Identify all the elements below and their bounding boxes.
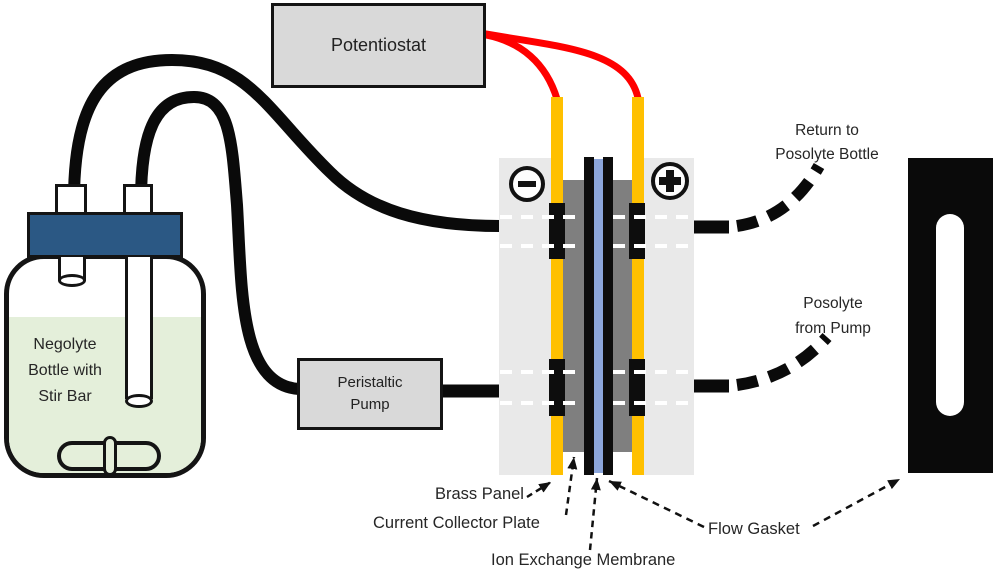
port-fitting-top-left: [549, 203, 565, 259]
brass-panel-label: Brass Panel: [435, 485, 524, 503]
bottle-cap: [27, 212, 183, 258]
end-plate-right: [644, 158, 694, 475]
flow-channel-line: [500, 215, 584, 219]
pump-label-line2: Pump: [350, 396, 390, 413]
negative-terminal-icon: [509, 166, 545, 202]
negolyte-label-line3: Stir Bar: [38, 388, 92, 405]
flow-gasket-label: Flow Gasket: [708, 520, 800, 538]
dip-tube-long-opening: [125, 394, 153, 408]
potentiostat-box: Potentiostat: [271, 3, 486, 88]
tube-bottle-to-pump: [135, 90, 300, 395]
posolyte-label-line2: from Pump: [795, 320, 871, 337]
tube-negolyte-to-cell: [68, 53, 501, 232]
ion-exchange-membrane: [594, 159, 603, 473]
gasket-flow-slot: [936, 214, 964, 416]
ion-exchange-membrane-label: Ion Exchange Membrane: [491, 551, 676, 569]
pump-label-line1: Peristaltic: [337, 374, 403, 391]
positive-terminal-icon: [651, 162, 689, 200]
flow-channel-line: [500, 370, 584, 374]
brass-panel-right: [632, 97, 644, 475]
dip-tube-short-opening: [58, 274, 86, 287]
return-to-posolyte-label: Return to Posolyte Bottle: [757, 119, 897, 167]
flow-channel-line: [613, 244, 694, 248]
flow-channel-line: [613, 370, 694, 374]
peristaltic-pump-box: Peristaltic Pump: [297, 358, 443, 430]
flow-gasket-left: [584, 157, 594, 475]
flow-channel-line: [613, 215, 694, 219]
negolyte-label-line2: Bottle with: [28, 362, 102, 379]
flow-gasket-right: [603, 157, 613, 475]
port-fitting-bottom-right: [629, 359, 645, 416]
posolyte-from-pump-label: Posolyte from Pump: [763, 291, 903, 341]
flow-channel-line: [500, 244, 584, 248]
flow-channel-line: [613, 401, 694, 405]
bottle-port-right: [123, 184, 153, 216]
end-plate-left: [499, 158, 551, 475]
tube-posolyte-from-pump: [736, 332, 832, 391]
port-fitting-bottom-left: [549, 359, 565, 416]
wire-positive-lead: [482, 30, 642, 102]
posolyte-label-line1: Posolyte: [803, 295, 863, 312]
current-collector-label: Current Collector Plate: [373, 514, 540, 532]
negolyte-bottle-label: Negolyte Bottle with Stir Bar: [12, 332, 118, 410]
negolyte-label-line1: Negolyte: [33, 336, 97, 353]
tube-return-to-posolyte: [735, 162, 825, 232]
port-fitting-top-right: [629, 203, 645, 259]
pump-label: Peristaltic Pump: [337, 372, 402, 416]
stir-bar-pivot-ring: [103, 436, 117, 476]
dip-tube-long: [125, 257, 153, 399]
potentiostat-label: Potentiostat: [330, 35, 427, 55]
flow-channel-line: [500, 401, 584, 405]
return-label-line1: Return to: [795, 122, 859, 139]
return-label-line2: Posolyte Bottle: [775, 146, 879, 163]
brass-panel-left: [551, 97, 563, 475]
